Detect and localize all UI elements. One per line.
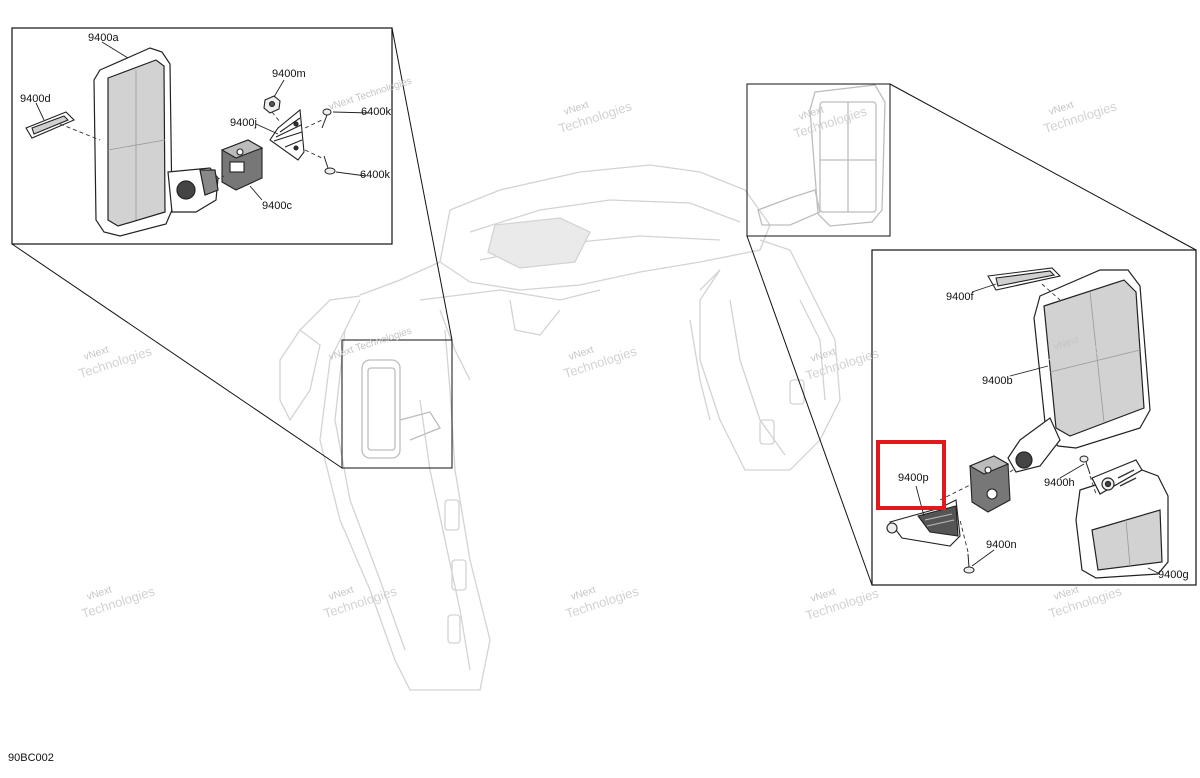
diagram-code: 90BC002 [8, 752, 54, 764]
left-inset: 9400a 9400d 9400m 9400j 9400c 6400k 6400… [11, 27, 393, 245]
label-9400h: 9400h [1044, 477, 1075, 489]
watermark: vNext Technologies [80, 583, 157, 621]
part-mirror-9400b[interactable] [1007, 269, 1151, 473]
part-cover-9400d[interactable] [25, 111, 75, 139]
vehicle-roll-cage [279, 164, 841, 691]
watermark: vNext Technologies [322, 583, 399, 621]
svg-text:Technologies: Technologies [804, 585, 881, 623]
svg-text:Technologies: Technologies [1042, 98, 1119, 136]
watermark: vNext Technologies [1042, 98, 1119, 136]
label-9400d: 9400d [20, 93, 51, 105]
svg-text:Technologies: Technologies [804, 345, 881, 383]
svg-text:Technologies: Technologies [80, 583, 157, 621]
watermark: vNext Technologies [804, 345, 881, 383]
svg-text:vNext Technologies: vNext Technologies [328, 326, 414, 363]
part-bracket-9400p[interactable] [886, 499, 961, 547]
right-inset: 9400f 9400b 9400p 9400h 9400n 9400g [871, 249, 1197, 586]
frame-callout-right [746, 83, 891, 237]
part-housing-9400g[interactable] [1075, 459, 1169, 579]
part-bracket-9400j[interactable] [269, 108, 305, 161]
label-9400n: 9400n [986, 539, 1017, 551]
label-9400a: 9400a [88, 32, 119, 44]
label-9400p: 9400p [898, 472, 929, 484]
watermark: vNext Technologies [77, 343, 154, 381]
watermark: vNext Technologies [562, 343, 639, 381]
watermark: vNext Technologies [792, 103, 869, 141]
label-9400f: 9400f [946, 291, 974, 303]
svg-text:Technologies: Technologies [562, 343, 639, 381]
svg-text:Technologies: Technologies [77, 343, 154, 381]
part-screw-6400k-top[interactable] [321, 108, 332, 129]
part-nut-9400m[interactable] [263, 95, 281, 114]
frame-mirror-left [361, 359, 441, 459]
inset-connectors [11, 27, 1197, 586]
label-9400c: 9400c [262, 200, 292, 212]
watermark: vNext Technologies [564, 583, 641, 621]
label-9400j: 9400j [230, 117, 257, 129]
part-clamp-9400c[interactable] [220, 139, 264, 191]
part-clamp[interactable] [968, 455, 1011, 513]
label-9400g: 9400g [1158, 569, 1189, 581]
part-mirror-9400a[interactable] [93, 47, 219, 237]
svg-text:Technologies: Technologies [1047, 583, 1124, 621]
frame-callout-left [341, 339, 453, 469]
svg-text:Technologies: Technologies [557, 98, 634, 136]
highlight-box-9400p[interactable] [876, 440, 946, 510]
label-9400b: 9400b [982, 375, 1013, 387]
part-bolt-9400n[interactable] [963, 553, 975, 574]
watermark: vNext Technologies [328, 326, 414, 363]
part-screw-6400k-bottom[interactable] [323, 155, 336, 175]
label-9400m: 9400m [272, 68, 306, 80]
watermark: vNext Technologies [557, 98, 634, 136]
svg-text:Technologies: Technologies [564, 583, 641, 621]
left-inset-frame [11, 27, 393, 245]
label-6400k-bottom: 6400k [360, 169, 390, 181]
part-screw-9400h[interactable] [1079, 455, 1091, 475]
svg-text:Technologies: Technologies [792, 103, 869, 141]
label-6400k-top: 6400k [361, 106, 391, 118]
frame-mirror-right [757, 84, 886, 227]
watermark: vNext Technologies [804, 585, 881, 623]
